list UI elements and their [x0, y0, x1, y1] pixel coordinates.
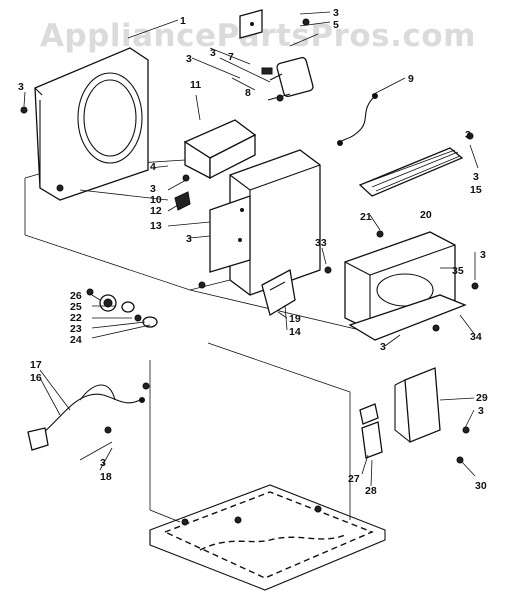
callout-label: 3 [186, 53, 192, 65]
control-panel [209, 149, 321, 296]
top-clip [239, 9, 263, 39]
bracket-11 [183, 119, 257, 180]
callout-label: 14 [289, 326, 301, 338]
callout-label: 10 [150, 194, 162, 206]
leader-lines [23, 11, 479, 487]
callout-label: 35 [452, 265, 464, 277]
callout-label: 8 [245, 87, 251, 99]
callout-label: 12 [150, 205, 162, 217]
callout-label: 1 [180, 15, 186, 27]
callout-label: 3 [465, 129, 471, 141]
capacitor [261, 56, 314, 101]
callout-label: 21 [360, 211, 372, 223]
callout-label: 18 [100, 471, 112, 483]
wire-9 [337, 93, 378, 146]
callout-label: 19 [289, 313, 301, 325]
callout-label: 3 [150, 183, 156, 195]
part-12 [174, 191, 191, 211]
callout-label: 24 [70, 334, 82, 346]
callout-label: 9 [408, 73, 414, 85]
callout-label: 30 [475, 480, 487, 492]
callout-label: 11 [190, 79, 201, 91]
callout-label: 3 [478, 405, 484, 417]
callout-label: 17 [30, 359, 42, 371]
callout-label: 3 [333, 7, 339, 19]
callout-label: 20 [420, 209, 432, 221]
callout-label: 16 [30, 372, 42, 384]
bracket-19 [261, 268, 296, 317]
callout-label: 7 [228, 51, 234, 63]
fan-shroud-panel [34, 47, 149, 201]
callout-label: 29 [476, 392, 488, 404]
callout-label: 3 [380, 341, 386, 353]
callout-label: 15 [470, 184, 482, 196]
callout-label: 28 [365, 485, 377, 497]
callout-label: 3 [100, 457, 106, 469]
callout-label: 23 [70, 323, 82, 335]
callout-label: 3 [473, 171, 479, 183]
callout-label: 3 [480, 249, 486, 261]
callout-label: 22 [70, 312, 82, 324]
callout-label: 5 [333, 19, 339, 31]
callout-label: 13 [150, 220, 162, 232]
base-pan [149, 484, 386, 591]
callout-label: 3 [210, 47, 216, 59]
blower-housing [344, 231, 467, 341]
callout-label: 27 [348, 473, 360, 485]
callout-labels: 1 3 3 5 7 3 3 11 8 9 3 4 3 10 12 13 3 3 … [18, 7, 488, 497]
callout-label: 34 [470, 331, 482, 343]
callout-label: 4 [150, 161, 156, 173]
callout-label: 33 [315, 237, 327, 249]
screws [20, 18, 479, 464]
power-cord [27, 384, 145, 451]
callout-label: 3 [186, 233, 192, 245]
callout-label: 3 [18, 81, 24, 93]
callout-label: 25 [70, 301, 82, 313]
switch-27-28 [359, 403, 383, 459]
switch-knobs [99, 294, 158, 328]
callout-label: 26 [70, 290, 82, 302]
bracket-29 [394, 367, 441, 443]
heater-element [358, 147, 464, 197]
